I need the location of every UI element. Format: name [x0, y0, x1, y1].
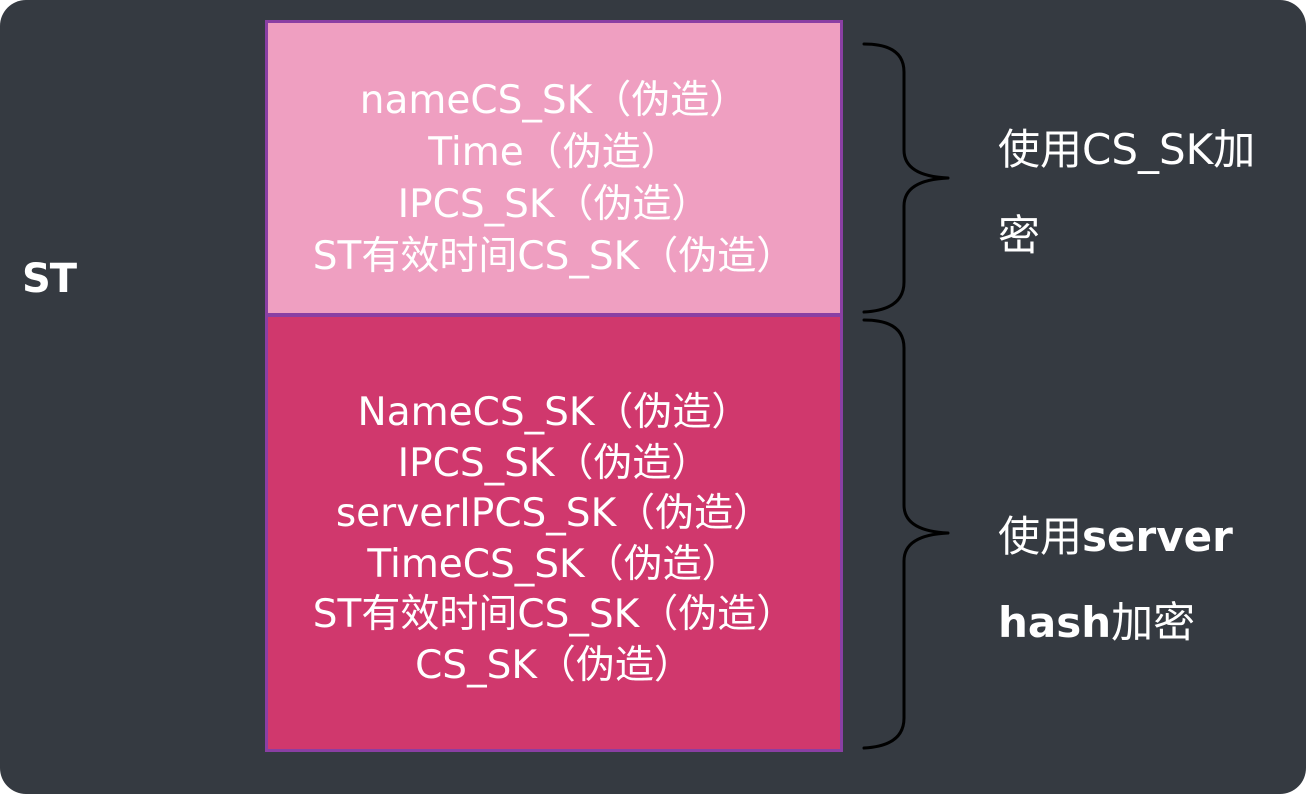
bottom-box-line: serverIPCS_SK（伪造）: [335, 491, 773, 536]
top-curly-brace: [862, 42, 950, 314]
brace-connector: [862, 42, 950, 750]
bottom-box-line: IPCS_SK（伪造）: [397, 440, 711, 486]
note-line: 密: [998, 211, 1041, 260]
top-box-line: ST有效时间CS_SK（伪造）: [312, 234, 796, 279]
bottom-curly-brace: [862, 318, 950, 750]
st-hash-part-box: NameCS_SK（伪造） IPCS_SK（伪造） serverIPCS_SK（…: [265, 314, 843, 752]
note-line: 使用CS_SK加: [998, 125, 1256, 174]
st-encrypted-part-box: nameCS_SK（伪造） Time（伪造） IPCS_SK（伪造） ST有效时…: [265, 20, 843, 316]
st-label: ST: [22, 256, 77, 302]
encrypt-with-cs-sk-note: 使用CS_SK加 密: [998, 107, 1298, 279]
note-line: hash加密: [998, 580, 1298, 666]
bottom-box-line: TimeCS_SK（伪造）: [367, 541, 741, 587]
note-text: 加密: [1111, 598, 1196, 647]
bottom-box-line: ST有效时间CS_SK（伪造）: [312, 592, 796, 637]
bottom-box-line: NameCS_SK（伪造）: [357, 390, 751, 435]
top-box-line: IPCS_SK（伪造）: [397, 182, 711, 227]
note-text-bold: server: [1082, 512, 1233, 561]
note-text-bold: hash: [998, 598, 1112, 647]
bottom-box-line: CS_SK（伪造）: [415, 642, 693, 688]
encrypt-with-server-hash-note: 使用server hash加密: [998, 494, 1298, 666]
note-line: 使用server: [998, 494, 1298, 580]
note-text: 使用: [998, 512, 1083, 561]
top-box-line: nameCS_SK（伪造）: [359, 78, 749, 123]
top-box-line: Time（伪造）: [428, 130, 680, 175]
